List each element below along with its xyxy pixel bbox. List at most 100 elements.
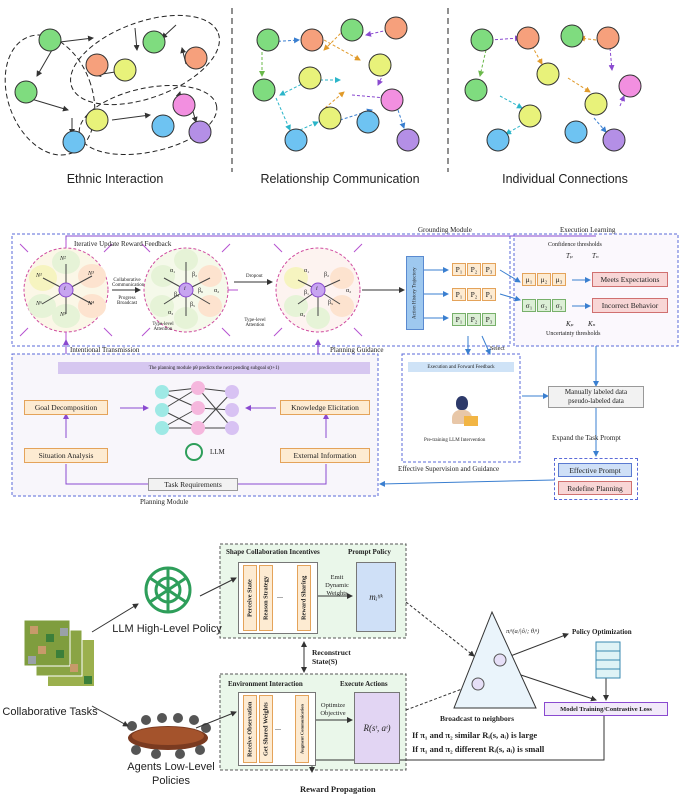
kp-label: Kₚ [566,320,574,328]
perceive-state-col: Perceive State [243,565,257,631]
ring-node-n3: N³ [88,271,94,277]
caption-individual-connections: Individual Connections [502,172,628,186]
beta-label: β₆ [198,288,204,294]
alpha-label: α₂ [214,288,220,294]
sigma-token: σ₃ [552,299,566,312]
ring-node-n1: N¹ [36,273,42,279]
exec-forward-banner: Execution and Forward Feedback [408,362,514,372]
ellipsis: ... [277,591,283,600]
ring-node-n4: N⁴ [88,301,95,307]
agents-policy-label: Agents Low-Level Policies [127,761,215,787]
different-rule: If π₁ and π₂ different Rᵢ(s, aᵢ) is smal… [412,744,545,754]
relationship-communication-graph [252,16,420,152]
collab-tasks-label: Collaborative Tasks [2,706,98,718]
ring-node-n6: N⁶ [36,301,43,307]
type-attention-label-2: Type-level Attention [244,318,266,328]
person-laptop-icon [446,396,480,430]
ethnic-interaction-graph [4,14,220,156]
llm-policy-label: LLM High-Level Policy [112,623,222,635]
agents-meeting-icon [127,713,211,759]
weights-box: mᵢᵗʲᵏ [356,562,396,632]
collab-comm-label: Collaborative Communication [112,278,145,288]
effective-prompt-box: Effective Prompt [558,463,632,477]
goal-decomposition-box: Goal Decomposition [24,400,108,415]
individual-connections-graph [464,24,642,152]
uncertainty-label: Uncertainty thresholds [546,331,601,337]
ring-center-i: i [316,286,318,292]
task-requirements-box: Task Requirements [148,478,238,491]
sigma-token: σ₁ [522,299,536,312]
collaborative-tasks-mosaic [23,619,94,686]
mu-token: μ₁ [522,273,536,286]
incorrect-behavior-box: Incorrect Behavior [592,298,668,313]
alpha-label: α₃ [300,312,306,318]
meets-expectations-box: Meets Expectations [592,272,668,287]
knowledge-elicitation-box: Knowledge Elicitation [280,400,370,415]
reconstruct-label: Reconstruct State(S) [312,648,351,666]
beta-label: β₅ [190,302,196,308]
p-token: P₂ [467,263,481,276]
planning-guidance-label: Planning Guidance [330,346,384,354]
intentional-transmission-label: Intentional Transmission [70,346,140,354]
p-token: P₁ [452,313,466,326]
similar-rule: If π₁ and π₂ similar Rᵢ(s, aᵢ) is large [412,730,538,740]
reason-strategy-col: Reason Strategy [259,565,273,631]
beta-label: β₂ [324,272,330,278]
augment-comm-col: Augment Communication [295,695,309,763]
ellipsis: ... [275,723,281,732]
confidence-label: Confidence thresholds [548,242,602,248]
pseudo-label: pseudo-labeled data [568,397,624,405]
supervision-title: Effective Supervision and Guidance [398,465,500,473]
execute-actions-label: Execute Actions [340,680,388,688]
select-label: Select [490,346,505,352]
planning-banner: The planning module pθ predicts the next… [58,362,370,374]
p-token: P₂ [467,288,481,301]
model-training-box: Model Training/Contrastive Loss [544,702,668,716]
ring-node-n5: N⁵ [60,312,67,318]
p-token: P₁ [452,288,466,301]
p-token: P₁ [452,263,466,276]
type-attention-label-1: Type-level Attention [152,322,174,332]
beta-label: β₅ [328,300,334,306]
situation-analysis-box: Situation Analysis [24,448,108,463]
beta-label: β₁ [304,290,310,296]
reward-box: R(sᵗ, aᵗ) [354,692,400,764]
ring-graph-2 [141,243,238,337]
redefine-planning-box: Redefine Planning [558,481,632,495]
action-history-bar: Action History Trajectory [406,256,424,330]
pi-symbol: πᵢⁿ(aᵢᵗ|ôᵢᵗ; θᵢⁿ) [506,628,540,635]
p-token: P₂ [467,313,481,326]
prompt-policy-label: Prompt Policy [348,548,391,556]
reward-sharing-col: Reward Sharing [297,565,311,631]
planning-module-title: Planning Module [140,498,189,506]
external-information-box: External Information [280,448,370,463]
tp-label: Tₚ [566,252,573,260]
caption-relationship-communication: Relationship Communication [260,172,420,186]
tn-label: Tₙ [592,252,599,260]
grounding-module-title: Grounding Module [418,226,472,234]
reward-propagation-label: Reward Propagation [300,784,376,794]
shape-columns: Perceive State Reason Strategy ... Rewar… [238,562,318,634]
expand-prompt-label: Expand the Task Prompt [552,434,621,442]
llm-label: LLM [210,448,225,456]
mu-token: μ₂ [537,273,551,286]
env-title: Environment Interaction [228,680,303,688]
optimize-label: Optimize Objective [320,702,346,717]
iterative-feedback-label: Iterative Update Reward Feedback [74,240,172,248]
receive-observation-col: Receive Observation [243,695,257,763]
ring-graph-3 [273,243,363,337]
dropout-label: Dropout [246,274,263,279]
ring-center-i: i [184,286,186,292]
execution-learning-title: Execution Learning [560,226,616,234]
sigma-token: σ₂ [537,299,551,312]
labeled-data-box: Manually labeled data pseudo-labeled dat… [548,386,644,408]
p-token: P₃ [482,313,496,326]
execution-learning-frame [513,233,679,347]
shared-weights-col: Get Shared Weights [259,695,273,763]
alpha-label: α₁ [170,268,176,274]
caption-ethnic-interaction: Ethnic Interaction [66,172,164,186]
beta-label: β₃ [174,292,180,298]
kn-label: Kₙ [588,320,596,328]
ring-center-i: i [64,286,66,292]
shape-title: Shape Collaboration Incentives [226,548,320,556]
